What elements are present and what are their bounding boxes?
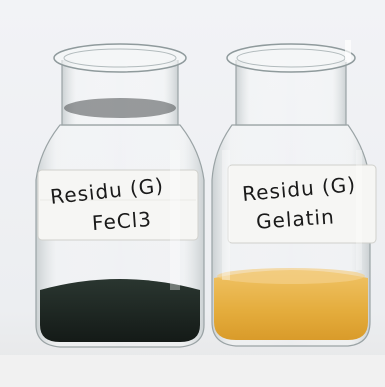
vial-right xyxy=(211,40,377,347)
vial-right-liquid xyxy=(214,270,368,340)
vial-left xyxy=(35,43,205,348)
vial-left-liquid xyxy=(40,279,200,342)
vial-right-label xyxy=(227,164,377,244)
table-surface xyxy=(0,355,385,387)
vial-left-label-line2: FeCl3 xyxy=(91,206,153,236)
vial-right-label-line2: Gelatin xyxy=(255,204,336,234)
vial-left-label xyxy=(37,169,199,241)
